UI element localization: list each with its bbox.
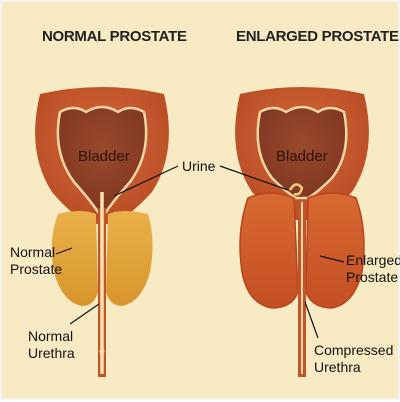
normal-prostate-illustration [35,87,169,377]
enlarged-prostate-leader [319,255,345,263]
enlarged-prostate-label: Enlarged Prostate [346,252,400,286]
bladder-label-left: Bladder [78,148,130,165]
normal-prostate-label: Normal Prostate [10,244,62,278]
enlarged-urine-swirl [288,183,304,196]
normal-urethra-label-line1: Normal [28,328,74,344]
enlarged-prostate-right-lobe [305,192,365,309]
enlarged-prostate-left-lobe [239,192,299,309]
normal-prostate-label-line1: Normal [10,244,56,260]
urine-label: Urine [182,158,216,174]
normal-urethra-label-line2: Urethra [28,345,75,361]
urine-leader-left [113,165,179,197]
bladder-label-right: Bladder [276,148,328,165]
normal-prostate-right-lobe [106,211,153,306]
normal-prostate-left-lobe [51,211,98,306]
enlarged-prostate-illustration [235,87,369,377]
normal-bladder-lumen [56,105,148,214]
enlarged-prostate-title: ENLARGED PROSTATE [236,28,399,45]
normal-urethra-leader [69,303,100,325]
normal-urethra-label: Normal Urethra [28,328,75,362]
enlarged-bladder-lumen [256,105,348,200]
leader-lines [55,165,345,339]
enlarged-prostate-label-line1: Enlarged [346,252,400,268]
compressed-urethra-label: Compressed Urethra [314,342,393,376]
normal-prostate-label-line2: Prostate [10,261,63,277]
normal-prostate-title: NORMAL PROSTATE [42,28,187,45]
normal-urine-flow-arrow [99,349,105,359]
urine-leader-right [219,165,289,191]
enlarged-prostate-label-line2: Prostate [346,269,399,285]
compressed-urethra-leader [304,301,319,339]
compressed-urethra-label-line2: Urethra [314,359,361,375]
compressed-urethra-label-line1: Compressed [314,342,394,358]
normal-prostate-leader [55,247,73,255]
